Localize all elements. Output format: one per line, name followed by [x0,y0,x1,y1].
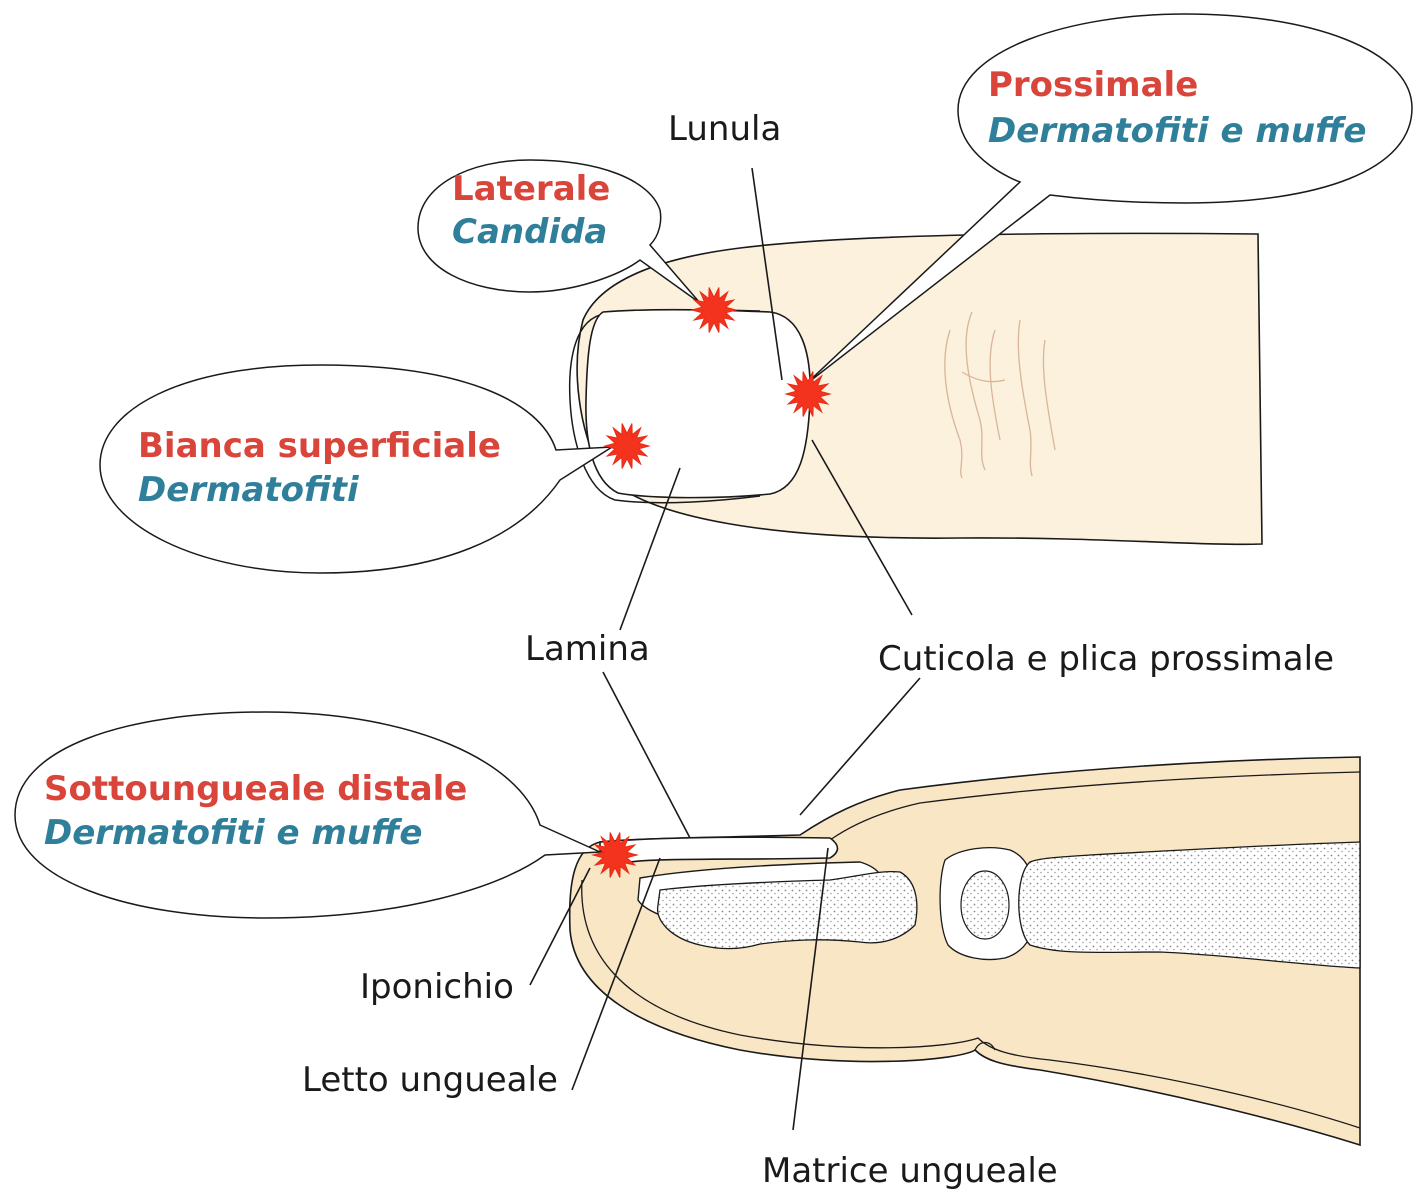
label-cuticola: Cuticola e plica prossimale [878,642,1334,676]
nail-plate-side [600,837,838,862]
callout-prossimale-organism: Dermatofiti e muffe [988,114,1366,148]
callout-bianca-organism: Dermatofiti [138,473,359,507]
label-iponichio: Iponichio [360,970,514,1004]
bone-condyle [961,871,1009,939]
leader-lamina-bottom [603,672,690,838]
label-matrice: Matrice ungueale [762,1154,1058,1188]
callout-laterale-title: Laterale [452,172,610,206]
callout-laterale-organism: Candida [452,215,607,249]
label-lunula: Lunula [668,112,781,146]
callout-distale-title: Sottoungueale distale [44,772,467,806]
finger-side-view [570,757,1360,1145]
callout-bianca-title: Bianca superficiale [138,429,501,463]
label-lamina: Lamina [525,632,650,666]
callout-prossimale-title: Prossimale [988,68,1198,102]
middle-phalanx-bone [1019,842,1360,968]
callout-bianca-bubble [100,365,612,573]
label-letto: Letto ungueale [302,1063,558,1097]
callout-distale-organism: Dermatofiti e muffe [44,816,422,850]
